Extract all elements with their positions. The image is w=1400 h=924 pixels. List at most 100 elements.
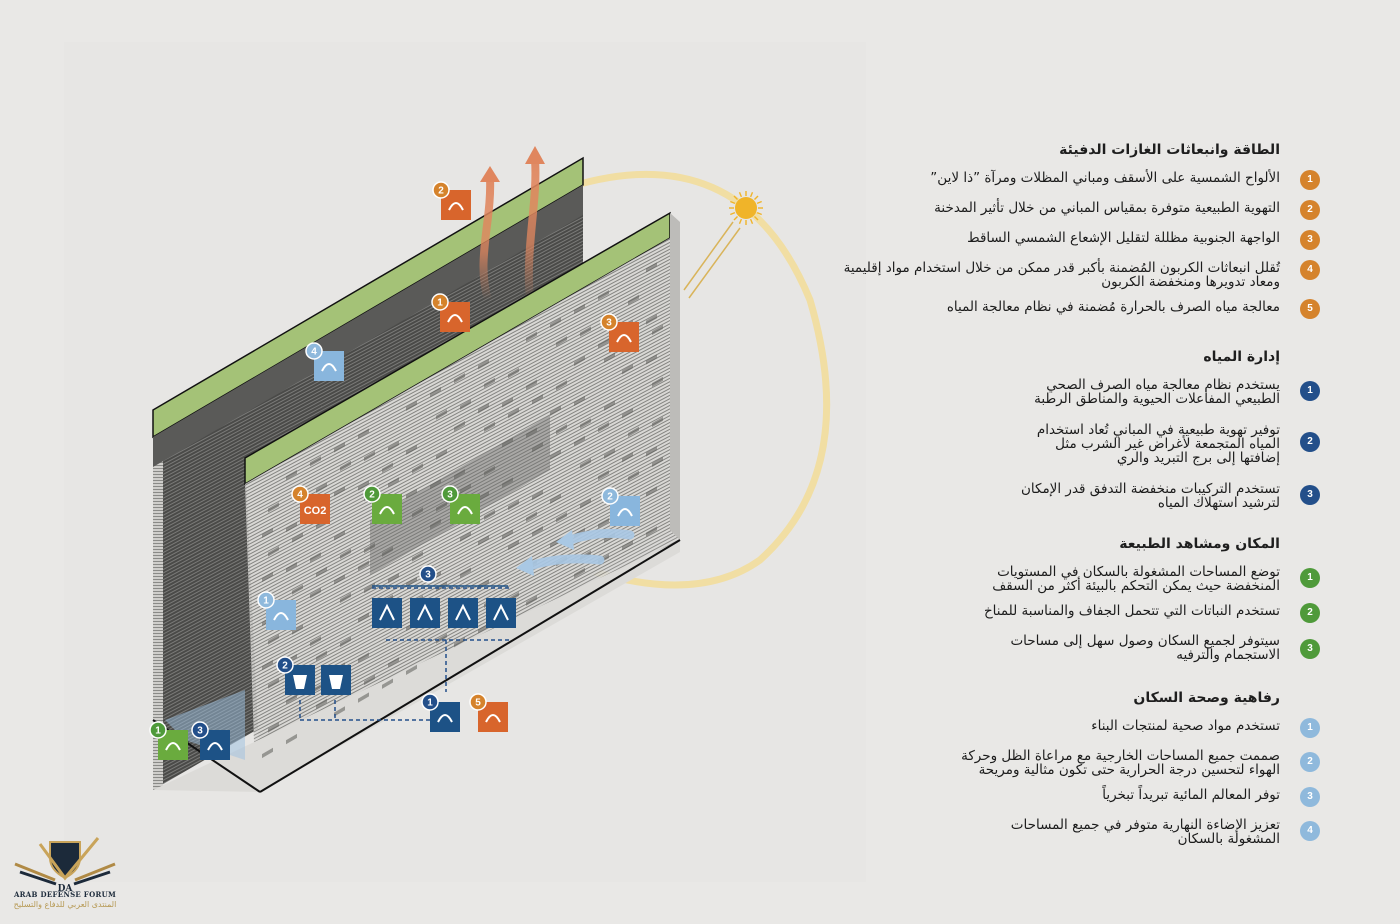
marker-energy-5-heat: 5: [469, 693, 508, 732]
sun-ray: [730, 211, 736, 216]
window-recess: [334, 574, 345, 585]
marker-badge: [291, 485, 309, 503]
window-recess: [316, 698, 327, 709]
window-recess: [436, 449, 447, 460]
window-recess: [478, 579, 489, 590]
window-recess: [622, 364, 633, 375]
window-recess: [550, 493, 561, 504]
marker-wellbeing-2-air: 2: [601, 487, 640, 526]
window-recess: [532, 442, 543, 453]
marker-badge: [276, 656, 294, 674]
legend-item-text: توفر المعالم المائية تبريداً تبخرياً: [1102, 787, 1280, 803]
window-recess: [286, 521, 297, 533]
window-recess: [406, 400, 417, 412]
window-recess: [262, 659, 273, 671]
window-recess: [574, 435, 585, 447]
window-recess: [310, 552, 321, 563]
number-badge: 4: [1300, 260, 1320, 280]
marker-water-2-reuse: 2: [276, 656, 351, 695]
marker-number: 1: [437, 298, 443, 309]
window-recess: [550, 449, 561, 460]
legend-item-text: توفير تهوية طبيعية في المباني تُعاد استخ…: [1036, 422, 1280, 466]
window-recess: [382, 546, 393, 557]
marker-nature-1-grass: 1: [149, 721, 188, 760]
sun-icon: [683, 191, 763, 299]
marker-number: 1: [263, 596, 269, 607]
number-badge: 2: [1300, 603, 1320, 623]
marker-nature-2-plants: 2: [363, 485, 402, 524]
window-recess: [628, 470, 639, 481]
window-recess: [574, 567, 585, 579]
legend-item-text: الواجهة الجنوبية مظللة لتقليل الإشعاع ال…: [967, 230, 1280, 246]
window-recess: [622, 452, 633, 463]
window-recess: [652, 376, 663, 388]
window-recess: [460, 483, 471, 494]
sun-ray: [753, 215, 759, 221]
sun-ray: [738, 218, 743, 224]
window-recess: [358, 560, 369, 571]
window-recess: [292, 584, 303, 595]
window-recess: [412, 551, 423, 562]
marker-number: 3: [197, 726, 203, 737]
legend-item-text: تستخدم مواد صحية لمنتجات البناء: [1091, 718, 1280, 734]
window-recess: [436, 409, 447, 420]
window-recess: [310, 636, 321, 647]
logo-mark: DA: [58, 884, 74, 892]
window-recess: [364, 450, 375, 462]
window-recess: [310, 588, 321, 599]
window-recess: [502, 477, 513, 488]
sun-ray: [756, 211, 762, 216]
number-badge: 4: [1300, 821, 1320, 841]
window-recess: [580, 458, 591, 469]
window-recess: [532, 490, 543, 501]
logo-name-en: ARAB DEFENSE FORUM: [13, 890, 117, 899]
window-recess: [556, 512, 567, 523]
window-recess: [340, 460, 351, 472]
marker-number: 1: [155, 726, 161, 737]
marker-number: 4: [297, 490, 303, 501]
marker-wellbeing-1-materials: 1: [257, 591, 296, 630]
marker-number: 4: [311, 347, 317, 358]
window-recess: [406, 664, 417, 676]
window-recess: [484, 509, 495, 521]
window-recess: [268, 678, 279, 689]
sun-ray: [749, 192, 754, 198]
window-recess: [622, 540, 633, 551]
marker-badge: [600, 313, 618, 331]
window-recess: [406, 444, 417, 456]
wind-arrows: [516, 528, 635, 576]
number-badge: 3: [1300, 485, 1320, 505]
window-recess: [508, 499, 519, 511]
window-recess: [316, 650, 327, 661]
window-recess: [358, 612, 369, 623]
marker-badge: [257, 591, 275, 609]
marker-number: 1: [427, 698, 433, 709]
marker-badge: [305, 342, 323, 360]
window-recess: [508, 367, 519, 379]
window-recess: [598, 289, 609, 301]
section-title: إدارة المياه: [1203, 349, 1280, 365]
toilet-icon: [372, 598, 402, 628]
window-recess: [334, 706, 345, 717]
window-recess: [412, 507, 423, 518]
window-recess: [550, 537, 561, 548]
window-recess: [646, 314, 657, 325]
window-recess: [388, 441, 399, 452]
window-recess: [646, 446, 657, 457]
window-recess: [574, 303, 585, 315]
sink-icon: [410, 598, 440, 628]
window-recess: [478, 491, 489, 502]
window-recess: [340, 636, 351, 648]
window-recess: [334, 442, 345, 453]
marker-badge: [149, 721, 167, 739]
sun-ray: [733, 195, 739, 201]
window-recess: [646, 262, 657, 273]
window-recess: [484, 465, 495, 477]
number-badge: 2: [1300, 200, 1320, 220]
